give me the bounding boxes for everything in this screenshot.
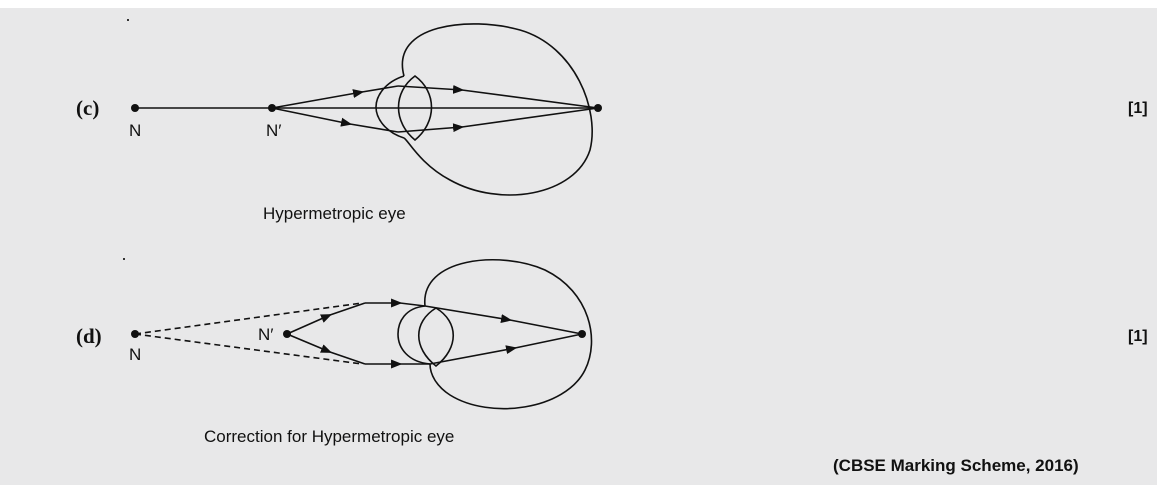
ray-upper-incident <box>271 89 365 109</box>
ray-lower-refracted-cont <box>461 107 599 128</box>
part-d-label: (d) <box>76 324 102 348</box>
diagram-correction <box>134 259 593 410</box>
ray-lower-incident-cont <box>329 351 366 365</box>
eyeball-outline <box>424 259 593 410</box>
ray-lower-incident-cont <box>349 123 399 133</box>
point-N-prime-label: N′ <box>266 121 281 140</box>
part-c-label: (c) <box>76 96 100 120</box>
eye-lens <box>397 75 433 142</box>
ray-upper-refracted-cont <box>461 89 599 109</box>
point-N-prime-label: N′ <box>258 325 273 344</box>
diagram-c-points: N N′ <box>129 104 602 140</box>
ray-lower-refracted <box>429 345 518 365</box>
ray-upper-refracted-cont <box>509 319 583 335</box>
stray-dot <box>123 258 125 260</box>
ray-upper-incident-cont <box>329 302 366 316</box>
ray-upper-incident <box>286 314 333 335</box>
ray-upper-refracted <box>424 305 513 323</box>
cornea <box>397 305 431 365</box>
eye-lens <box>417 307 455 368</box>
part-c-marks: [1] <box>1128 100 1148 117</box>
point-N <box>131 330 139 338</box>
point-N-prime <box>268 104 276 112</box>
part-d-marks: [1] <box>1128 328 1148 345</box>
eyeball-outline <box>401 23 593 196</box>
ray-lower-refracted <box>397 123 465 133</box>
stray-dot <box>127 19 129 21</box>
point-N <box>131 104 139 112</box>
diagram-hypermetropic-eye <box>135 23 599 196</box>
part-d-caption: Correction for Hypermetropic eye <box>204 427 455 446</box>
diagram-d-points: N N′ <box>129 325 586 364</box>
point-N-prime <box>283 330 291 338</box>
ray-lower-incident <box>271 107 353 127</box>
ray-upper-horizontal-cont <box>399 302 426 307</box>
virtual-ray-lower <box>134 333 363 365</box>
part-c-caption: Hypermetropic eye <box>263 204 406 223</box>
retina-focus-point <box>594 104 602 112</box>
ray-lower-incident <box>286 333 333 353</box>
answer-panel <box>0 8 1157 485</box>
ray-upper-incident-cont <box>361 85 399 93</box>
point-N-label: N <box>129 345 141 364</box>
virtual-ray-upper <box>134 302 363 335</box>
ray-lower-refracted-cont <box>514 333 583 349</box>
retina-focus-point <box>578 330 586 338</box>
ray-upper-refracted <box>397 84 465 94</box>
point-N-label: N <box>129 121 141 140</box>
source-citation: (CBSE Marking Scheme, 2016) <box>833 456 1079 475</box>
